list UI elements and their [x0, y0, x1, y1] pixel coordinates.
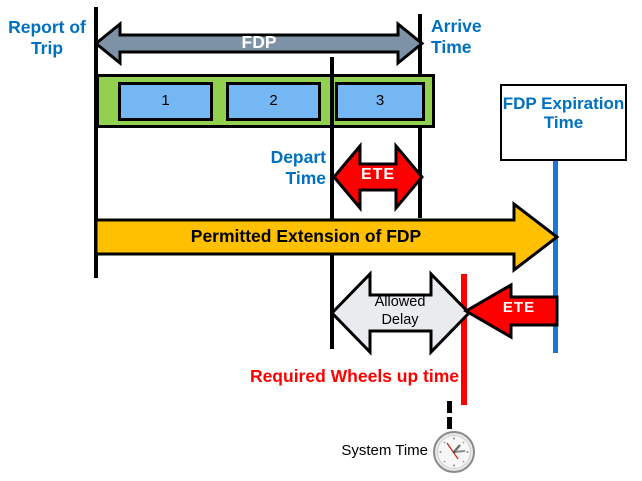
allowed-delay-label: Allowed Delay: [374, 294, 426, 328]
ete-depart-label: ETE: [360, 166, 396, 183]
flight-segment-2: 2: [226, 82, 321, 121]
report-of-trip-label: Report of Trip: [8, 17, 86, 58]
required-wheels-up-line: [461, 274, 467, 405]
ete-expiration-arrow: [463, 282, 559, 340]
ete-depart-arrow: [332, 141, 424, 213]
report-of-trip-line: [94, 7, 98, 278]
fdp-expiration-line: [553, 160, 558, 353]
fdp-arrow-label: FDP: [241, 32, 277, 52]
depart-time-label: Depart Time: [270, 147, 326, 188]
depart-time-line: [330, 57, 334, 349]
system-time-dashed-line: [447, 401, 452, 431]
system-time-label: System Time: [341, 442, 428, 459]
permitted-extension-label: Permitted Extension of FDP: [190, 226, 422, 246]
flight-segment-3: 3: [335, 82, 425, 121]
permitted-extension-arrow: [94, 200, 560, 274]
arrive-time-label: Arrive Time: [431, 16, 482, 57]
ete-expiration-label: ETE: [502, 299, 536, 316]
fdp-expiration-time-box: FDP Expiration Time: [500, 84, 627, 161]
flight-segment-1: 1: [118, 82, 213, 121]
clock-icon: [433, 431, 475, 473]
fdp-span-arrow: [93, 20, 425, 67]
required-wheels-up-label: Required Wheels up time: [249, 366, 459, 386]
